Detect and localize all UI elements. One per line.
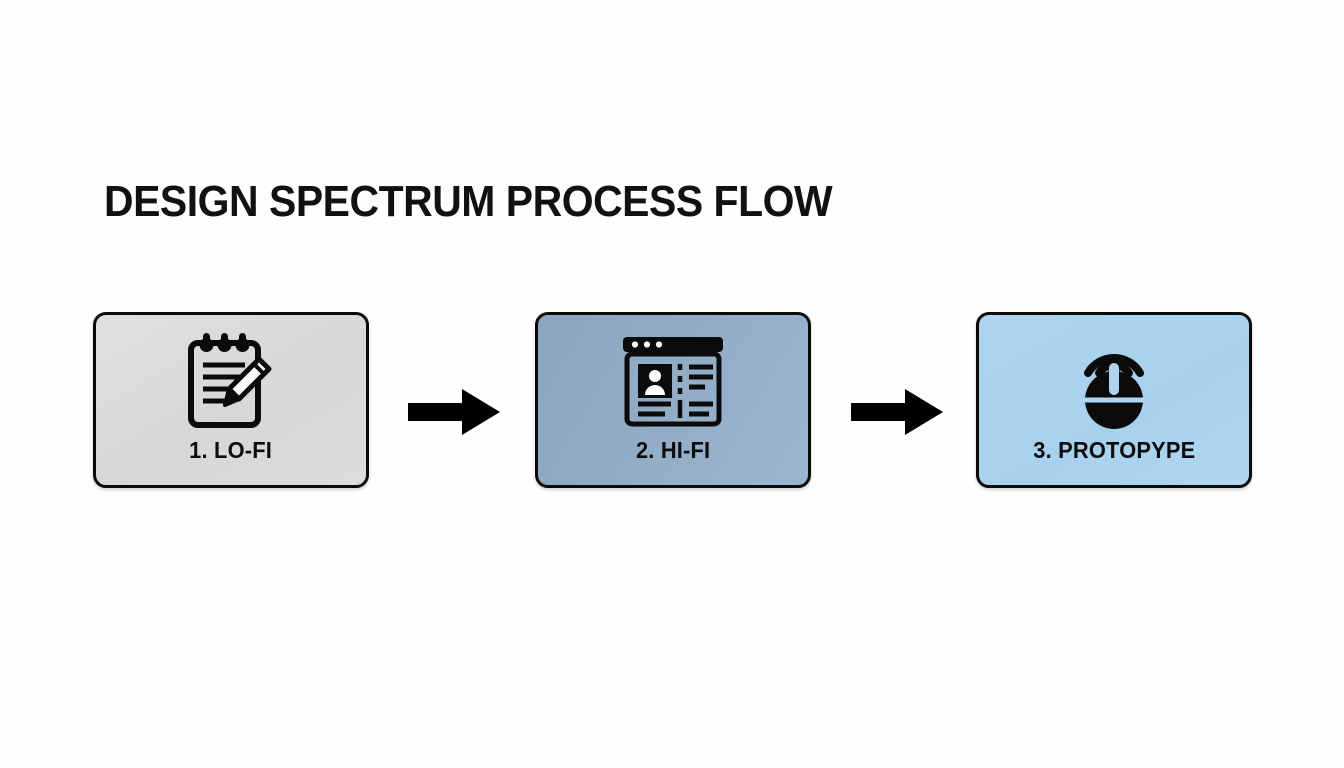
flow-step-label: 1. LO-FI (189, 437, 273, 463)
notepad-pencil-icon (183, 329, 279, 433)
flow-step-label: 3. PROTOPYPE (1032, 437, 1196, 463)
flow-step-hi-fi[interactable]: 2. HI-FI (535, 312, 811, 488)
mouse-click-signal-icon (1066, 329, 1162, 433)
process-flow-row: 1. LO-FI (0, 312, 1344, 492)
flow-step-lo-fi[interactable]: 1. LO-FI (93, 312, 369, 488)
wireframe-browser-icon (621, 329, 725, 433)
flow-step-label: 2. HI-FI (635, 437, 711, 463)
arrow-right-icon-1 (406, 386, 502, 438)
flow-step-prototype[interactable]: 3. PROTOPYPE (976, 312, 1252, 488)
arrow-right-icon-2 (849, 386, 945, 438)
page-title: DESIGN SPECTRUM PROCESS FLOW (104, 177, 833, 226)
